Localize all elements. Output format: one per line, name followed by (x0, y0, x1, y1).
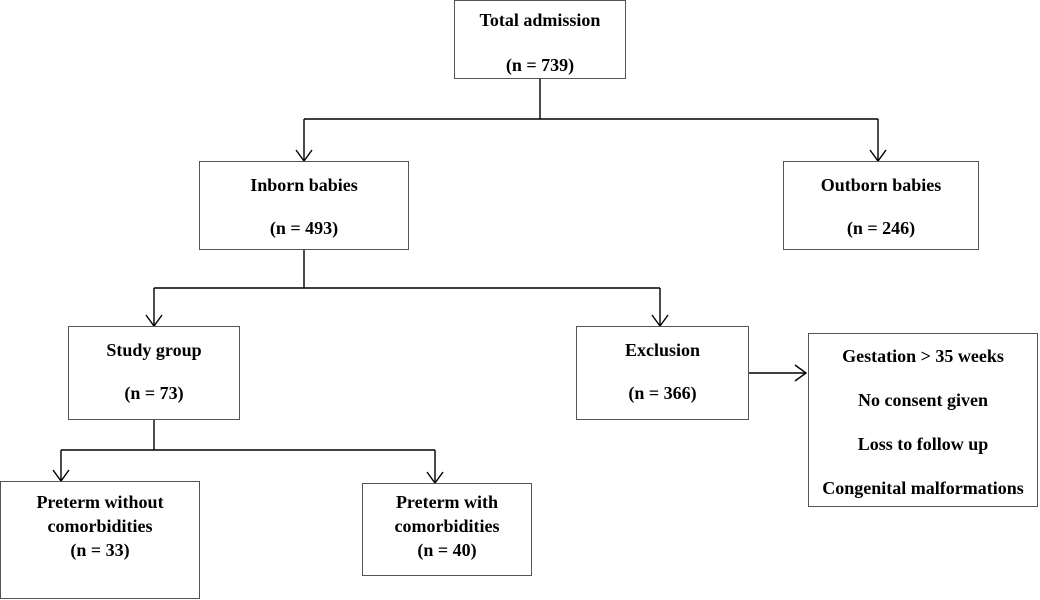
node-title: Study group (106, 340, 202, 360)
node-title-line1: Preterm without (36, 492, 164, 512)
arrowhead-criteria (794, 364, 808, 382)
node-count: (n = 246) (846, 218, 916, 238)
node-count: (n = 33) (70, 540, 130, 560)
node-exclusion-criteria: Gestation > 35 weeks No consent given Lo… (808, 333, 1038, 507)
node-count: (n = 73) (124, 383, 184, 403)
node-outborn-babies: Outborn babies (n = 246) (783, 161, 979, 250)
criterion-congenital-malformations: Congenital malformations (822, 478, 1024, 498)
node-title: Total admission (479, 10, 601, 30)
node-preterm-without-comorbidities: Preterm without comorbidities (n = 33) (0, 481, 200, 599)
node-count: (n = 40) (417, 540, 477, 560)
criterion-gestation: Gestation > 35 weeks (842, 346, 1004, 366)
node-title: Inborn babies (250, 175, 358, 195)
node-title-line2: comorbidities (47, 516, 153, 536)
node-count: (n = 366) (628, 383, 697, 403)
node-title: Exclusion (624, 340, 701, 360)
criterion-loss-to-follow-up: Loss to follow up (857, 434, 989, 454)
criterion-no-consent: No consent given (858, 390, 988, 410)
node-preterm-with-comorbidities: Preterm with comorbidities (n = 40) (362, 483, 532, 576)
node-count: (n = 493) (269, 218, 339, 238)
node-count: (n = 739) (505, 55, 575, 75)
node-title: Outborn babies (820, 175, 942, 195)
node-exclusion: Exclusion (n = 366) (576, 326, 749, 420)
node-title-line2: comorbidities (394, 516, 500, 536)
node-total-admission: Total admission (n = 739) (454, 0, 626, 79)
node-inborn-babies: Inborn babies (n = 493) (199, 161, 409, 250)
node-title-line1: Preterm with (395, 492, 499, 512)
node-study-group: Study group (n = 73) (68, 326, 240, 420)
